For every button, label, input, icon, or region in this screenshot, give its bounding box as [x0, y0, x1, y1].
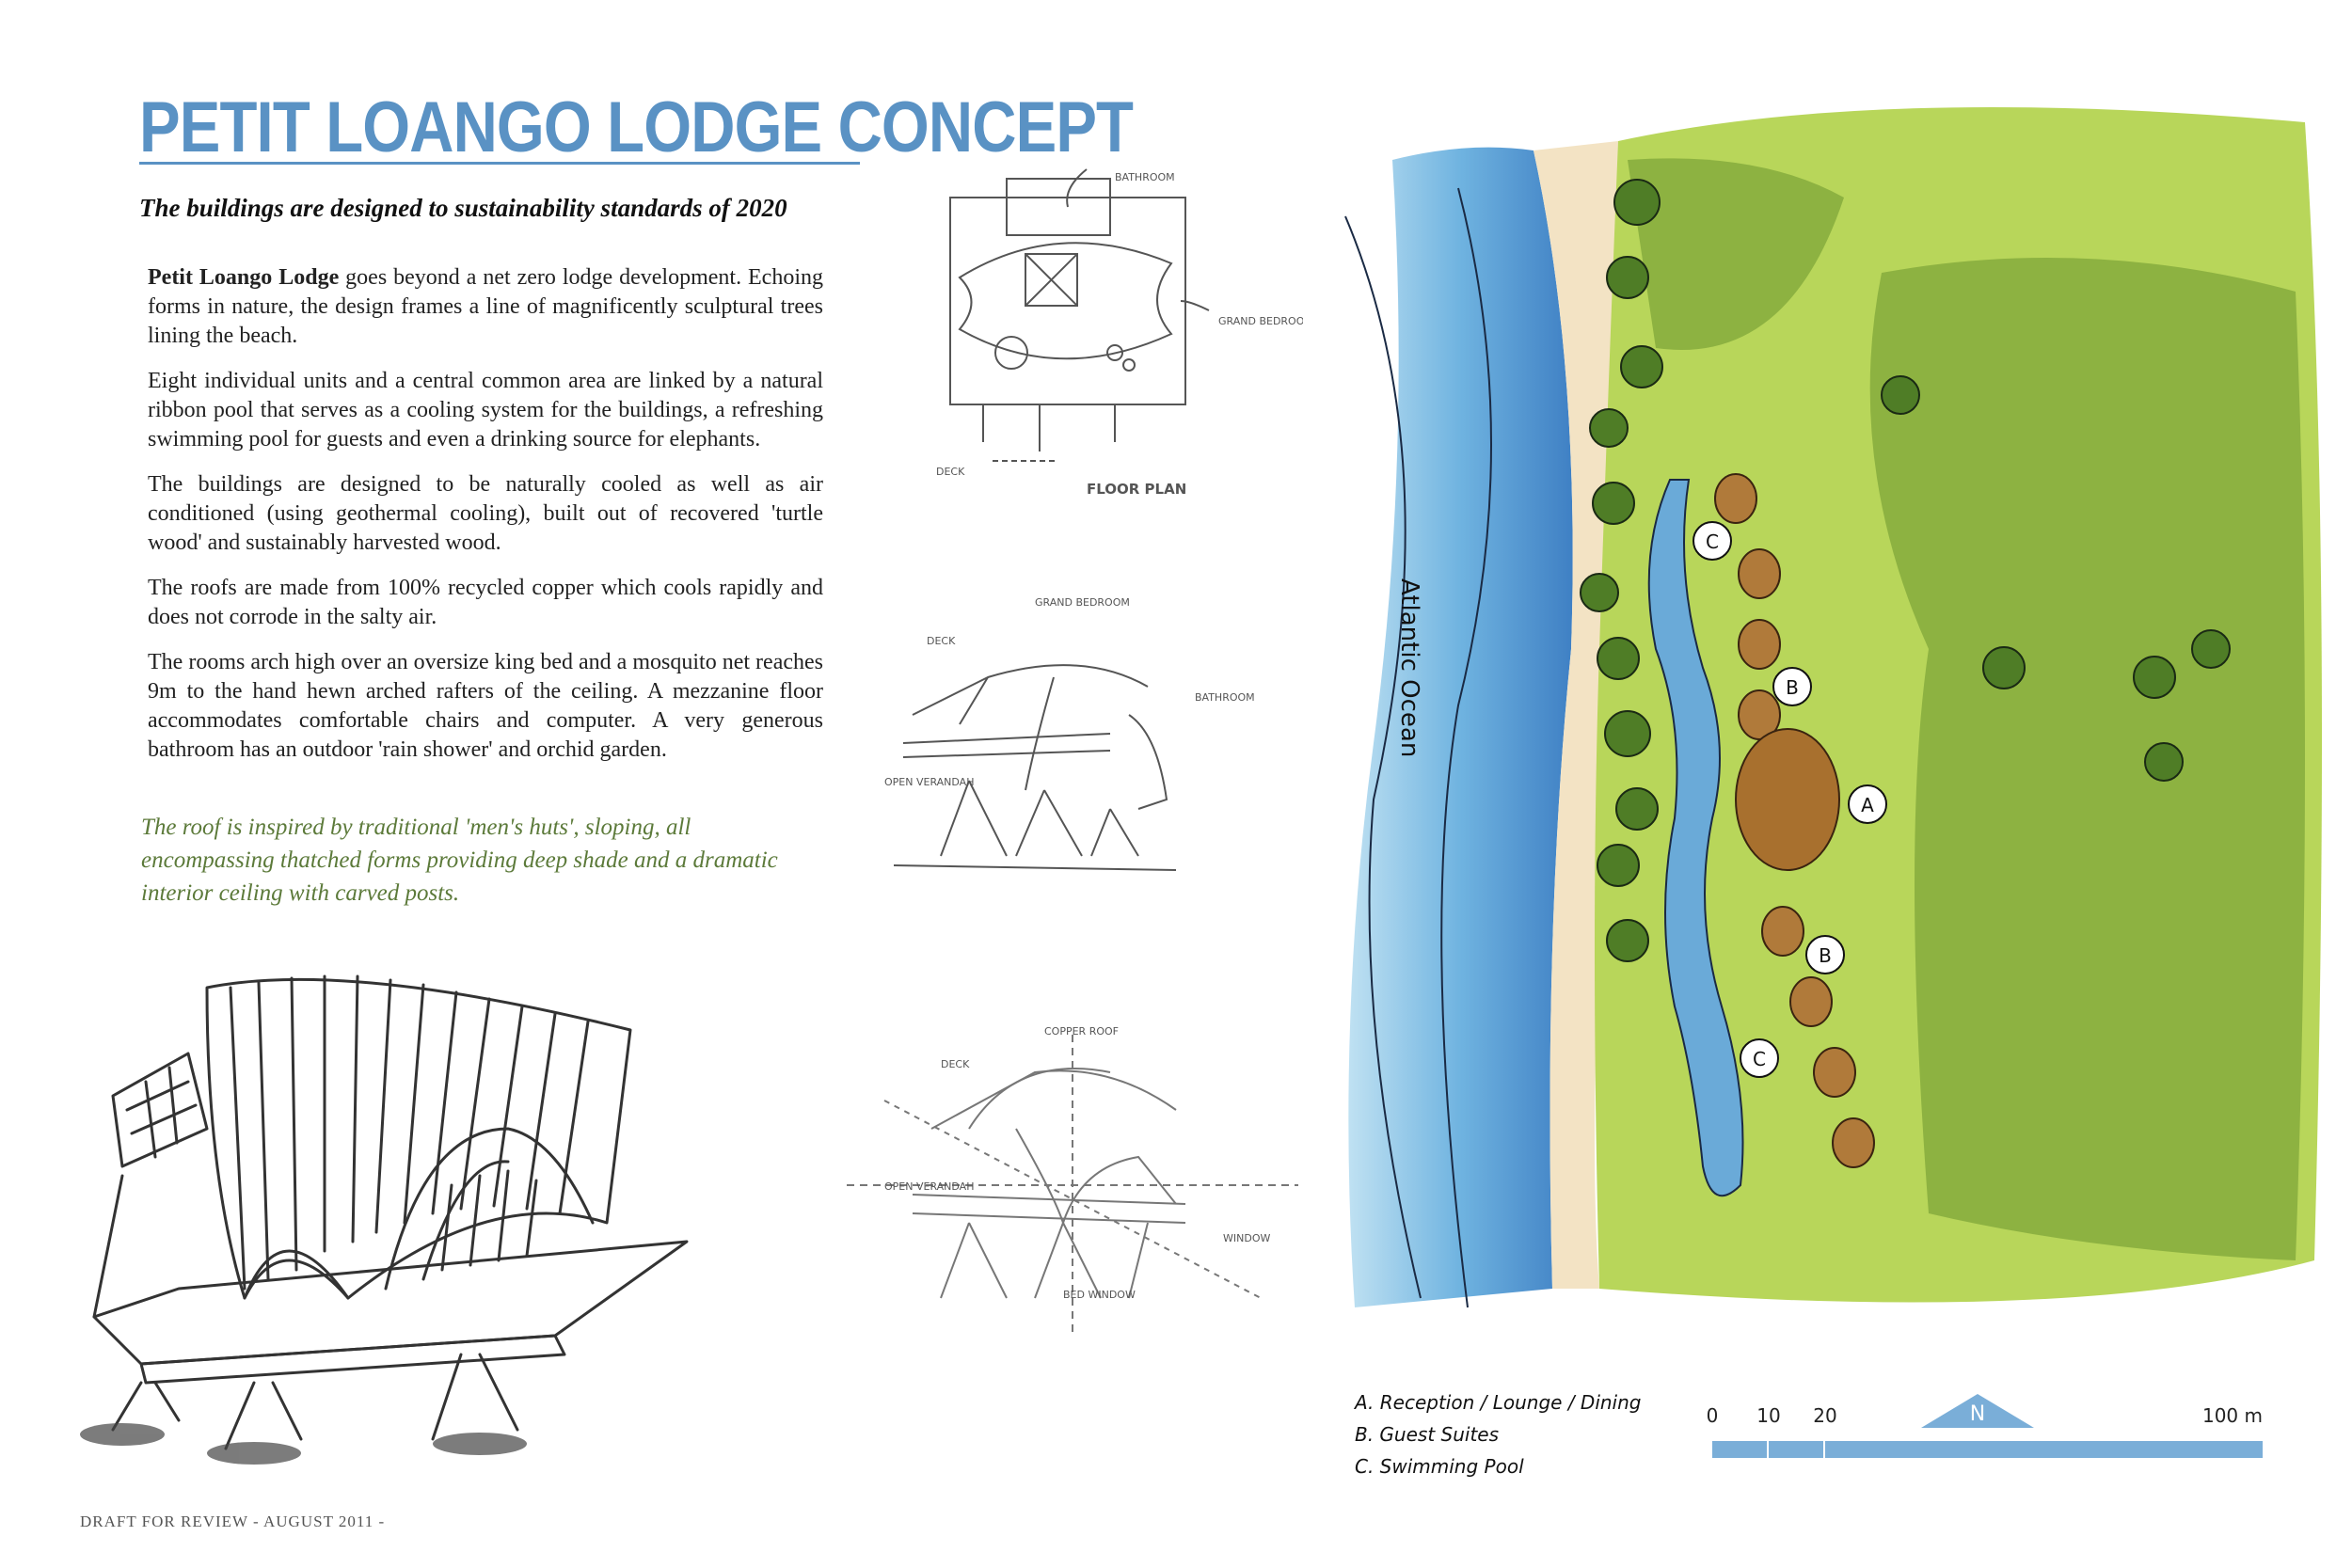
label-grand-bedroom-2: GRAND BEDROOM [1035, 596, 1130, 609]
marker-b-top: B [1786, 676, 1799, 699]
dense-forest [1869, 258, 2305, 1260]
scale-segment-2 [1769, 1441, 1823, 1458]
reception-building [1735, 728, 1840, 871]
legend-item-swimming-pool: C. Swimming Pool [1355, 1455, 1524, 1478]
label-grand-bedroom: GRAND BEDROOM [1218, 315, 1303, 327]
marker-a: A [1861, 794, 1874, 816]
ocean-label: Atlantic Ocean [1395, 578, 1423, 757]
paragraph-rooms: The rooms arch high over an oversize kin… [148, 650, 823, 762]
legend: A. Reception / Lounge / Dining B. Guest … [1355, 1386, 1641, 1482]
ocean [1348, 147, 1573, 1308]
north-arrow [1921, 1394, 2034, 1428]
label-deck-2: DECK [927, 635, 956, 647]
scale-segment-1 [1712, 1441, 1767, 1458]
scale-tick-100: 100 m [2202, 1404, 2263, 1427]
label-open-verandah: OPEN VERANDAH [884, 776, 974, 788]
map-markers [1692, 521, 1887, 1078]
lodge-perspective-sketch [80, 974, 689, 1465]
legend-item-reception: A. Reception / Lounge / Dining [1355, 1391, 1642, 1414]
draft-footer: DRAFT FOR REVIEW - AUGUST 2011 - [80, 1513, 386, 1530]
roof-quote: The roof is inspired by traditional 'men… [141, 815, 778, 906]
ribbon-pool [1647, 479, 1744, 1197]
legend-item-guest-suites: B. Guest Suites [1355, 1423, 1500, 1446]
marker-c-bottom: C [1753, 1048, 1766, 1070]
label-copper-roof: COPPER ROOF [1044, 1025, 1119, 1037]
marker-b-bottom: B [1819, 944, 1832, 967]
title-underline [139, 162, 860, 165]
paragraph-units: Eight individual units and a central com… [148, 369, 823, 451]
label-open-verandah-2: OPEN VERANDAH [884, 1180, 974, 1193]
scale-segment-3 [1825, 1441, 2263, 1458]
scale-tick-10: 10 [1756, 1404, 1780, 1427]
page-subtitle: The buildings are designed to sustainabi… [139, 194, 787, 222]
body-text: Petit Loango Lodge goes beyond a net zer… [148, 263, 823, 781]
paragraph-intro: Petit Loango Lodge goes beyond a net zer… [148, 263, 823, 351]
trees [1580, 179, 2231, 962]
label-floor-plan: FLOOR PLAN [1087, 481, 1186, 498]
section-sketch-1: GRAND BEDROOM DECK BATHROOM OPEN VERANDA… [884, 596, 1255, 871]
scale-tick-20: 20 [1813, 1404, 1836, 1427]
site-plan: C B A B C Atlantic Ocean [1344, 107, 2322, 1308]
guest-suites [1714, 473, 1875, 1168]
scale-bar: N 0 10 20 100 m [1707, 1394, 2263, 1458]
page-title: PETIT LOANGO LODGE CONCEPT [139, 87, 1134, 167]
shoreline-line-2 [1344, 215, 1422, 1299]
label-bathroom: BATHROOM [1115, 171, 1175, 183]
paragraph-intro-text: goes beyond a net zero lodge development… [148, 265, 823, 348]
label-deck: DECK [936, 466, 965, 478]
scale-tick-0: 0 [1707, 1404, 1719, 1427]
label-window: WINDOW [1223, 1232, 1270, 1244]
floor-plan-sketch: BATHROOM GRAND BEDROOM DECK FLOOR PLAN [936, 168, 1303, 498]
label-deck-3: DECK [941, 1058, 970, 1070]
paragraph-cooling: The buildings are designed to be natural… [148, 472, 823, 555]
label-bed-window: BED WINDOW [1063, 1289, 1136, 1301]
section-sketch-2: COPPER ROOF DECK OPEN VERANDAH WINDOW BE… [847, 1025, 1298, 1336]
forest-patch [1628, 158, 1844, 350]
lodge-name: Petit Loango Lodge [148, 265, 340, 290]
shoreline-line [1440, 187, 1492, 1308]
marker-c-top: C [1706, 531, 1719, 553]
north-label: N [1970, 1402, 1985, 1426]
label-bathroom-2: BATHROOM [1195, 691, 1255, 704]
paragraph-roofs: The roofs are made from 100% recycled co… [148, 576, 823, 629]
